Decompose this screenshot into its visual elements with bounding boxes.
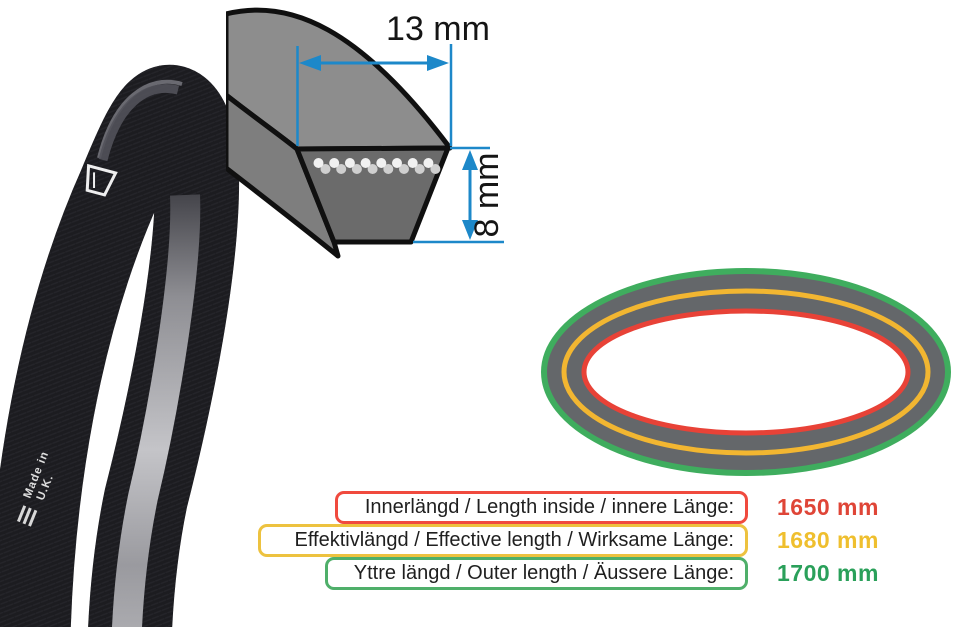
inner-length-label: Innerlängd / Length inside / innere Läng… [364, 496, 734, 518]
belt-shiny-side [112, 194, 201, 627]
width-dimension-label: 13 mm [386, 10, 490, 48]
inner-length-label-box: Innerlängd / Length inside / innere Läng… [335, 491, 748, 524]
belt-brand-logo [85, 163, 118, 197]
effective-length-ellipse [561, 288, 931, 456]
belt-bend-topface [98, 84, 180, 162]
belt-length-diagram [541, 268, 951, 476]
measurement-row-inner-length: Innerlängd / Length inside / innere Läng… [0, 491, 882, 524]
measurement-row-effective-length: Effektivlängd / Effective length / Wirks… [0, 524, 882, 557]
dimension-lines [296, 44, 504, 244]
belt-photo: Made in U.K. [0, 64, 240, 627]
outer-length-label-box: Yttre längd / Outer length / Äussere Län… [325, 557, 748, 590]
effective-length-value: 1680 mm [777, 527, 879, 553]
effective-length-label: Effektivlängd / Effective length / Wirks… [294, 529, 735, 551]
measurement-row-outer-length: Yttre längd / Outer length / Äussere Län… [0, 557, 882, 590]
inner-length-ellipse [581, 308, 911, 436]
cross-section-diagram: 13 mm 8 mm [226, 7, 506, 259]
tension-cords [313, 158, 441, 174]
height-dimension-label: 8 mm [468, 153, 506, 238]
effective-length-label-box: Effektivlängd / Effective length / Wirks… [258, 524, 748, 557]
belt-side-surface [226, 92, 341, 259]
outer-length-label: Yttre längd / Outer length / Äussere Län… [353, 562, 734, 584]
triple-bar-icon [17, 505, 38, 527]
inner-length-value: 1650 mm [777, 494, 879, 520]
belt-section-face [294, 145, 451, 245]
dimension-arrowheads [299, 55, 478, 240]
outer-length-ellipse [541, 268, 951, 476]
outer-length-value: 1700 mm [777, 560, 879, 586]
